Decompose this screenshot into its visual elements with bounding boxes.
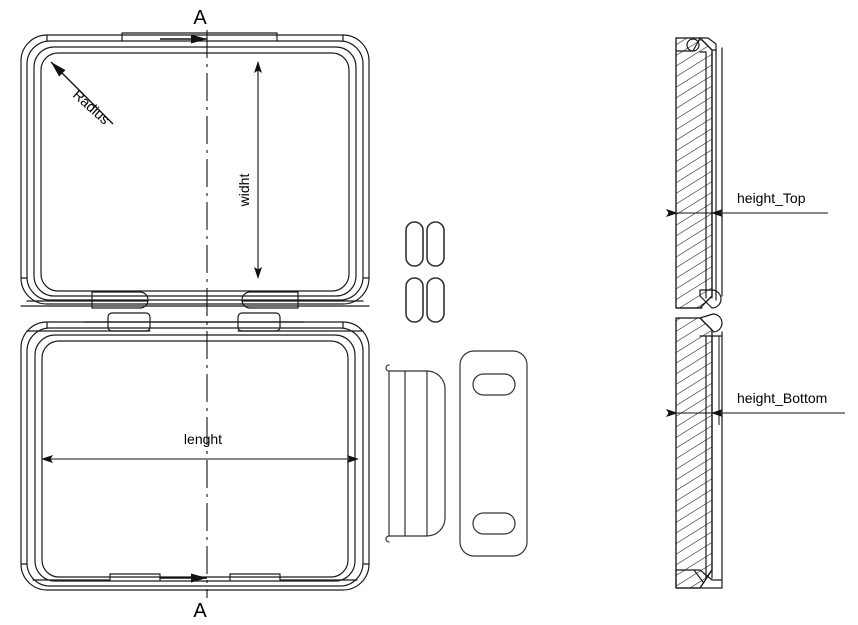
length-label: lenght: [184, 431, 222, 447]
bottom-base-foot-left: [32, 573, 161, 581]
dimension-group: [41, 61, 845, 463]
section-top-lip: [699, 37, 717, 51]
section-bottom-shell: [675, 313, 723, 589]
section-top-knuckle: [699, 289, 722, 309]
section-bottom-foot-chamfer: [693, 569, 704, 583]
seal-pad-top-left: [405, 221, 424, 267]
top-lid-latch-tongue: [121, 32, 278, 42]
bottom-base-outer-outline: [20, 321, 370, 591]
radius-label: Radius: [70, 86, 113, 127]
seal-pad-bottom-left: [405, 277, 424, 323]
top-lid-second-outline: [26, 40, 364, 301]
radius-leader-line: [50, 61, 114, 125]
latch-side-profile: [385, 364, 446, 543]
bottom-base-foot-right: [229, 573, 358, 581]
bottom-base-inner-outline: [34, 334, 356, 582]
section-top-bead: [675, 37, 701, 52]
radius-leader-group: [50, 61, 114, 125]
section-cut-arrows: [160, 34, 207, 583]
bottom-base-hinge-group: [26, 312, 364, 332]
height-bottom-label: height_Bottom: [737, 390, 827, 406]
seal-pad-top-right: [426, 221, 445, 267]
loose-parts-group: [385, 221, 528, 557]
seal-pad-bottom-right: [426, 277, 445, 323]
top-lid-cavity-outline: [40, 52, 350, 292]
width-label: widht: [236, 174, 252, 208]
section-a-a-view: [675, 37, 723, 589]
top-lid-outer-outline: [20, 34, 370, 305]
hinge-knuckle-right: [241, 291, 299, 309]
section-letter-top: A: [193, 7, 207, 29]
bottom-base-second-outline: [26, 327, 364, 587]
hinge-knuckle-left: [91, 291, 149, 309]
bottom-base-cavity-outline: [41, 340, 349, 578]
latch-slot-upper: [472, 373, 516, 396]
height-top-label: height_Top: [737, 190, 806, 206]
section-top-shell: [675, 37, 723, 309]
section-letter-bottom: A: [193, 600, 207, 622]
top-lid-plan-view: [20, 32, 370, 309]
top-lid-hinge-group: [20, 291, 370, 309]
bottom-base-plan-view: [20, 312, 370, 591]
height-bottom-dimension-group: [666, 336, 845, 425]
latch-slot-lower: [472, 512, 516, 535]
top-lid-inner-outline: [33, 46, 357, 297]
section-bottom-foot: [675, 569, 723, 589]
section-bottom-knuckle: [699, 313, 723, 333]
section-bottom-foot-chamfer2: [705, 569, 713, 579]
latch-face-plate: [459, 350, 528, 557]
